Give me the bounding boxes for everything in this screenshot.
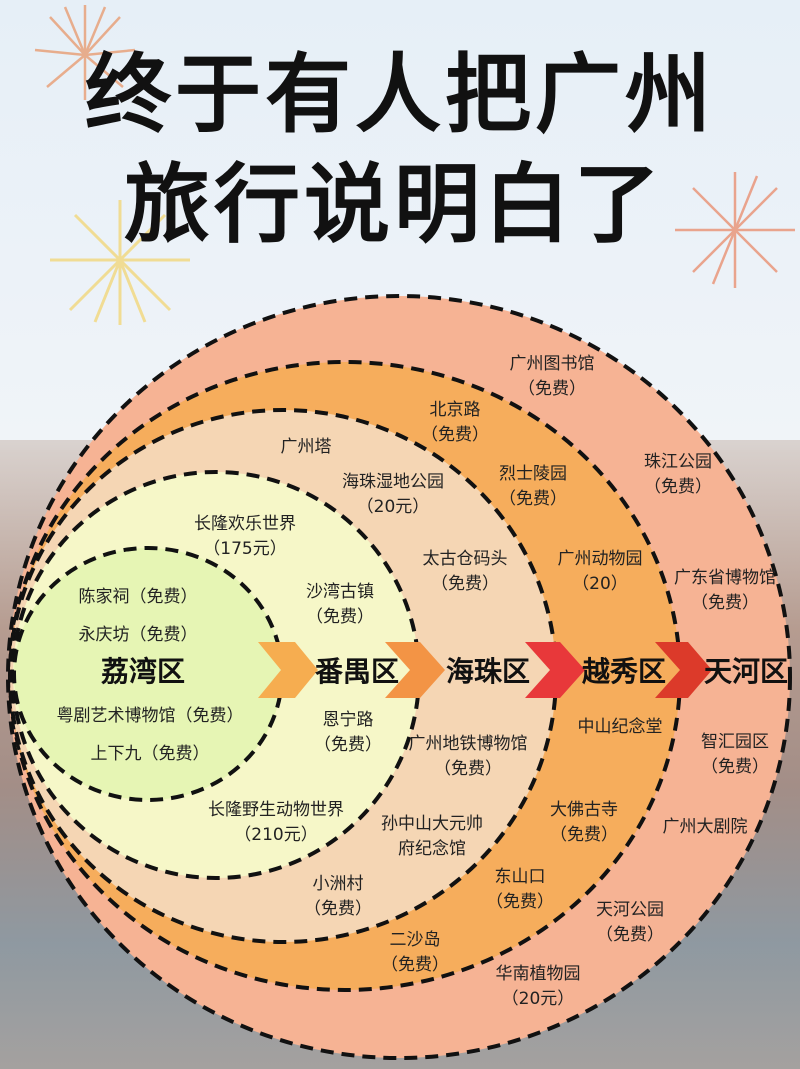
attraction-label: 孙中山大元帅府纪念馆 bbox=[381, 814, 483, 859]
district-panyu: 番禺区 bbox=[314, 655, 400, 688]
attraction-label: 华南植物园（20元） bbox=[495, 964, 581, 1009]
attraction-label: 海珠湿地公园（20元） bbox=[342, 472, 444, 517]
attraction-label: 广州塔 bbox=[280, 437, 332, 457]
attraction-label: 广东省博物馆（免费） bbox=[674, 568, 776, 613]
attraction-label: 大佛古寺（免费） bbox=[550, 800, 618, 845]
attraction-label: 二沙岛（免费） bbox=[381, 930, 449, 975]
attraction-label: 广州图书馆（免费） bbox=[509, 354, 595, 399]
attraction-label: 太古仓码头（免费） bbox=[422, 549, 508, 594]
attraction-label: 陈家祠（免费） bbox=[78, 587, 198, 607]
attraction-label: 沙湾古镇（免费） bbox=[306, 582, 374, 627]
attraction-label: 上下九（免费） bbox=[90, 744, 210, 764]
attraction-label: 珠江公园（免费） bbox=[644, 452, 712, 497]
attraction-label: 粤剧艺术博物馆（免费） bbox=[56, 706, 244, 726]
firework-icon bbox=[34, 5, 136, 100]
attraction-label: 中山纪念堂 bbox=[577, 717, 663, 737]
district-haizhu: 海珠区 bbox=[445, 655, 531, 688]
district-liwan: 荔湾区 bbox=[100, 655, 186, 688]
attraction-label: 东山口（免费） bbox=[486, 867, 554, 912]
firework-icon bbox=[50, 200, 190, 325]
attraction-label: 永庆坊（免费） bbox=[78, 625, 198, 645]
attraction-label: 小洲村（免费） bbox=[304, 874, 372, 919]
attraction-label: 北京路（免费） bbox=[421, 400, 489, 445]
title-line-2: 旅行说明白了 bbox=[124, 155, 664, 255]
attraction-label: 长隆野生动物世界（210元） bbox=[208, 800, 344, 845]
title-line-1: 终于有人把广州 bbox=[85, 45, 715, 145]
arrow-icon bbox=[258, 642, 318, 698]
attraction-label: 智汇园区（免费） bbox=[701, 732, 769, 777]
attraction-label: 烈士陵园（免费） bbox=[499, 464, 567, 509]
attraction-label: 恩宁路（免费） bbox=[314, 710, 382, 755]
attraction-label: 长隆欢乐世界（175元） bbox=[194, 514, 296, 559]
attraction-label: 天河公园（免费） bbox=[596, 900, 664, 945]
firework-icon bbox=[675, 172, 795, 288]
arrow-icon bbox=[655, 642, 712, 698]
arrow-icon bbox=[525, 642, 585, 698]
arrow-icon bbox=[385, 642, 445, 698]
attraction-label: 广州动物园（20） bbox=[557, 549, 643, 594]
attraction-label: 广州地铁博物馆（免费） bbox=[408, 734, 528, 779]
district-tianhe: 天河区 bbox=[703, 655, 789, 688]
district-yuexiu: 越秀区 bbox=[581, 655, 667, 688]
attraction-label: 广州大剧院 bbox=[662, 817, 748, 837]
